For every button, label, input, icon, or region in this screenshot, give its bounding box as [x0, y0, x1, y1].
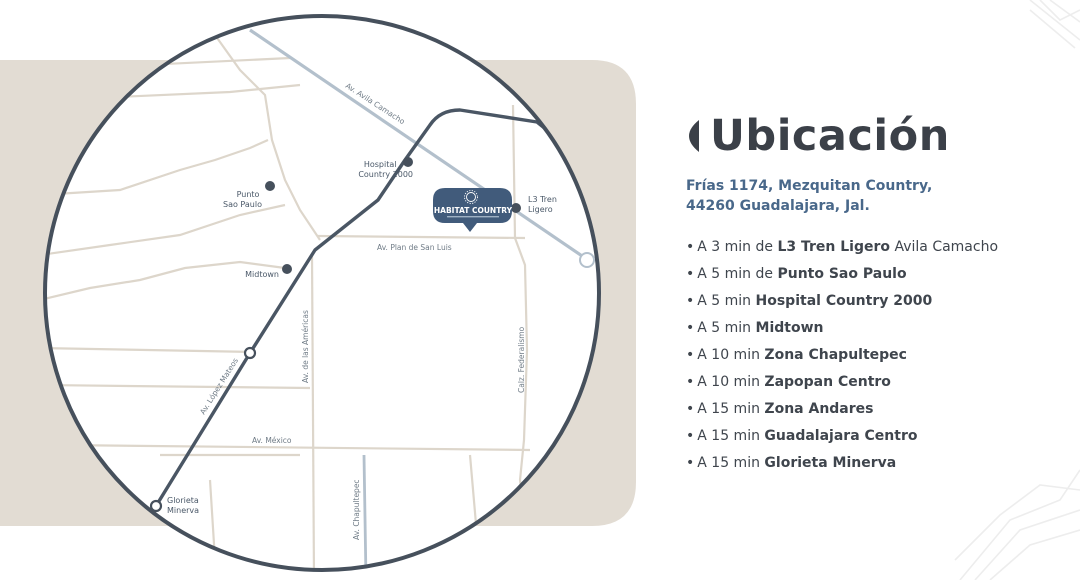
habitat-country-marker[interactable]: HABITAT COUNTRY	[433, 188, 513, 232]
poi-label-tren-ligero: L3 Tren Ligero	[528, 195, 559, 214]
list-item: •A 3 min de L3 Tren Ligero Avila Camacho	[686, 239, 999, 255]
corner-decoration	[954, 0, 1080, 580]
poi-midtown-icon	[282, 264, 292, 274]
list-item: •A 5 min Hospital Country 2000	[686, 293, 933, 309]
poi-label-hospital: Hospital Country 2000	[358, 160, 413, 179]
road-lopez-mateos	[154, 108, 592, 507]
list-item: •A 10 min Zona Chapultepec	[686, 347, 907, 363]
list-item: •A 15 min Glorieta Minerva	[686, 455, 897, 471]
station-avila-camacho-icon	[579, 252, 595, 268]
sun-logo-icon	[464, 190, 478, 204]
title-row: Ubicación	[686, 108, 1066, 164]
station-lopez-mateos-icon	[243, 346, 257, 360]
rail-line-avila-camacho	[249, 28, 589, 262]
list-item: •A 15 min Guadalajara Centro	[686, 428, 918, 444]
address-line-1: Frías 1174, Mezquitan Country,	[686, 178, 933, 194]
marker-label: HABITAT COUNTRY	[434, 206, 513, 215]
marker-subtitle-line	[447, 216, 499, 218]
street-label-federalismo: Calz. Federalismo	[517, 326, 526, 393]
list-item: •A 15 min Zona Andares	[686, 401, 874, 417]
list-item: •A 5 min de Punto Sao Paulo	[686, 266, 907, 282]
street-label-chapultepec: Av. Chapultepec	[352, 479, 361, 540]
poi-tren-ligero-icon	[511, 203, 521, 213]
street-label-mexico: Av. México	[252, 436, 292, 445]
minor-streets	[45, 34, 531, 570]
street-label-plan-de-san-luis: Av. Plan de San Luis	[377, 243, 452, 252]
road-chapultepec	[362, 454, 368, 570]
poi-label-glorieta-minerva: Glorieta Minerva	[167, 496, 201, 515]
address-line-2: 44260 Guadalajara, Jal.	[686, 198, 870, 214]
street-label-americas: Av. de las Américas	[301, 310, 310, 383]
map-circle-background	[45, 16, 599, 570]
poi-label-sao-paulo: Punto Sao Paulo	[223, 190, 262, 209]
station-glorieta-minerva-icon	[149, 499, 163, 513]
poi-sao-paulo-icon	[265, 181, 275, 191]
location-info-panel: Ubicación Frías 1174, Mezquitan Country,…	[686, 108, 1066, 477]
half-circle-mark-icon	[689, 120, 699, 152]
address-block: Frías 1174, Mezquitan Country, 44260 Gua…	[686, 176, 1066, 216]
list-item: •A 10 min Zapopan Centro	[686, 374, 891, 390]
map-circle-ring	[43, 14, 601, 572]
poi-hospital-icon	[403, 157, 413, 167]
list-item: •A 5 min Midtown	[686, 320, 824, 336]
page-title: Ubicación	[710, 110, 950, 161]
poi-label-midtown: Midtown	[245, 270, 279, 279]
distance-list: •A 3 min de L3 Tren Ligero Avila Camacho…	[686, 234, 1066, 477]
